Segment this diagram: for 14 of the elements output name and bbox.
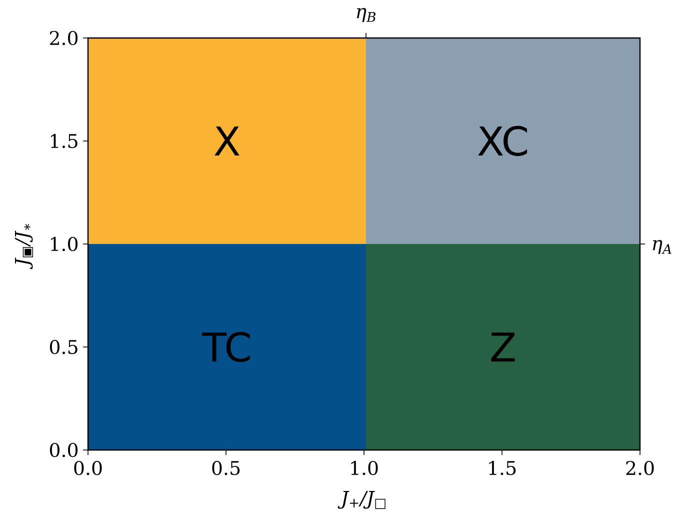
tick-label: 0.0: [74, 460, 102, 476]
eta-label: η$_{A}$: [652, 240, 672, 254]
eta-label: η$_{B}$: [356, 8, 376, 22]
phase-region: TC: [88, 244, 366, 450]
phase-region: Z: [366, 244, 640, 450]
tick-label: 2.0: [626, 460, 654, 476]
phase-region: X: [88, 38, 366, 244]
axis-label: J$_{+}$/J$_{□}$: [338, 490, 386, 509]
axis-label: J$_{▣}$/J$_{∗}$: [15, 224, 33, 270]
phase-region: XC: [366, 38, 640, 244]
tick-label: 2.0: [50, 30, 78, 46]
tick-label: 0.0: [50, 442, 78, 458]
tick-label: 1.0: [351, 460, 378, 476]
tick-label: 1.0: [51, 236, 78, 252]
